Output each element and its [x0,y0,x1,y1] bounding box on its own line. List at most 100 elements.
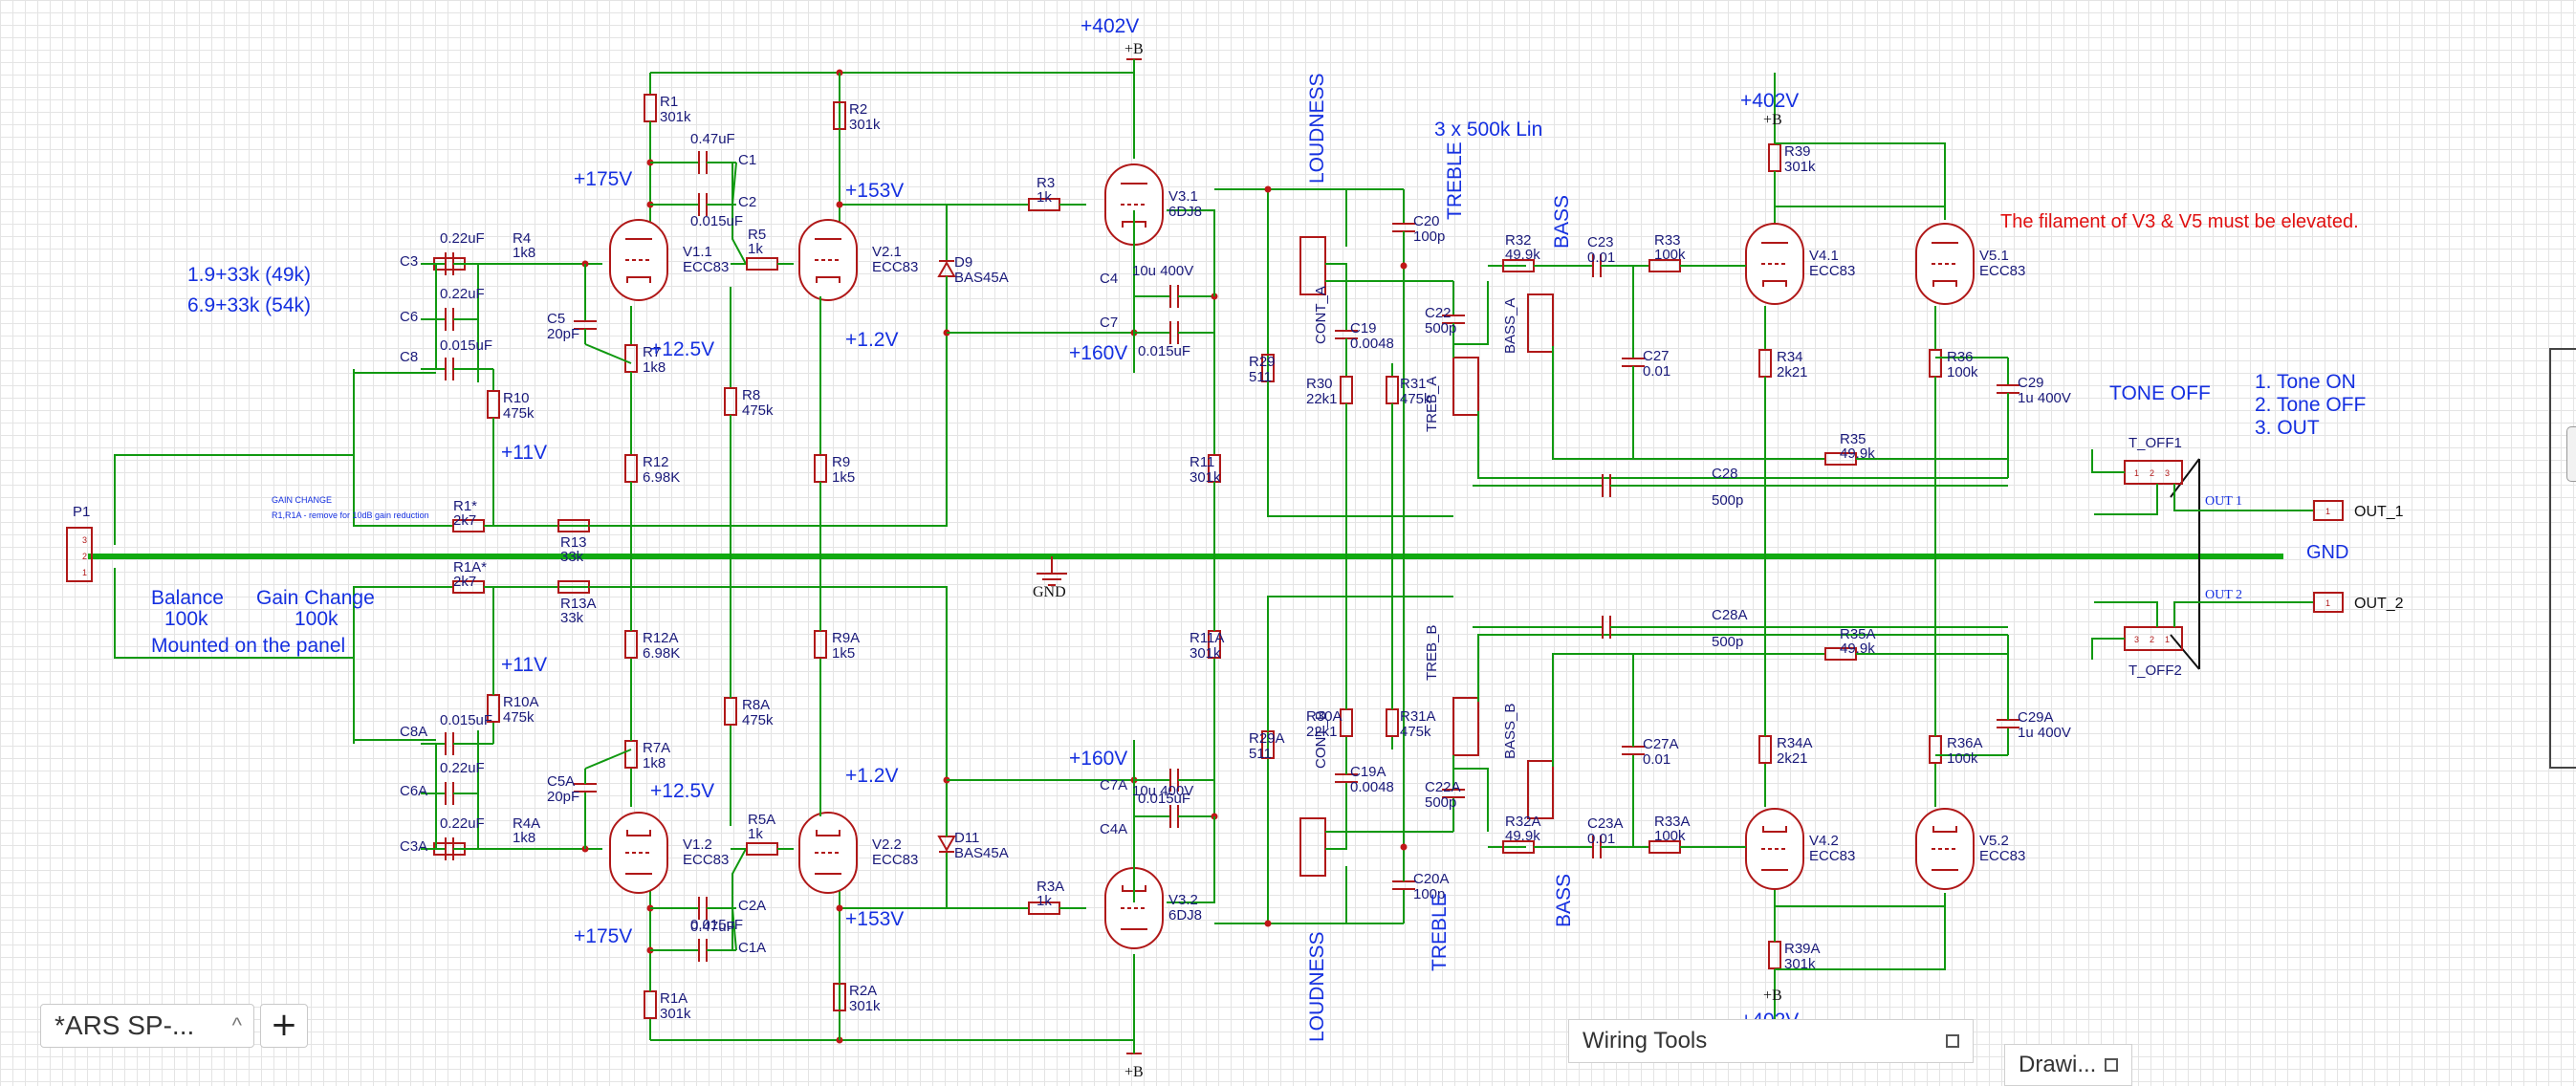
capacitor-value: 0.22uF [440,760,485,776]
pot-cont_b[interactable] [1299,817,1326,877]
resistor-ref: R33A [1654,814,1691,830]
resistor-ref: R8A [742,697,770,713]
wire [1552,346,1633,460]
resistor-value: 301k [849,998,881,1014]
tube-value: ECC83 [1809,848,1855,864]
capacitor-ref: C1 [738,152,756,168]
resistor-value: 301k [849,117,881,133]
tube-ref: V1.2 [683,836,712,853]
resistor-ref: R3 [1037,175,1055,191]
resistor-value: 301k [660,109,691,125]
side-panel-handle[interactable] [2566,426,2576,482]
maximize-icon[interactable] [1946,1034,1959,1048]
wire [353,372,436,527]
svg-text:2: 2 [2150,468,2154,478]
resistor-r9[interactable] [814,454,827,483]
pot-treb_a[interactable] [1452,357,1479,416]
resistor-r36[interactable] [1929,349,1942,378]
add-page-button[interactable]: + [260,1004,308,1048]
junction [1400,262,1408,270]
resistor-r12[interactable] [624,454,638,483]
connector-out2[interactable]: 1 OUT_2 [2313,592,2404,613]
connector-p1[interactable]: 3 2 1 P1 [66,504,93,582]
pot-cont_a[interactable] [1299,236,1326,295]
page-tab[interactable]: *ARS SP-... ^ [40,1004,254,1048]
resistor-ref: R30 [1306,376,1333,392]
resistor-ref: R1A* [453,559,487,576]
resistor-r7a[interactable] [624,740,638,769]
capacitor-value: 0.01 [1643,363,1670,380]
resistor-r34a[interactable] [1758,735,1772,764]
pot-bass_b[interactable] [1527,760,1554,819]
p1-label: P1 [73,504,90,520]
switch-t-off1[interactable]: 1 2 3 T_OFF1 [2124,435,2183,485]
tube-ref: V4.2 [1809,833,1839,849]
resistor-r30a[interactable] [1340,708,1353,737]
capacitor-ref: C23 [1587,234,1614,250]
capacitor-value: 0.015uF [690,213,743,229]
connector-out1[interactable]: 1 OUT_1 [2313,500,2404,521]
resistor-value: 1k8 [513,830,535,846]
wire [1775,893,1946,970]
svg-text:2: 2 [2150,635,2154,644]
page-tab-title: *ARS SP-... [55,1010,195,1040]
resistor-ref: R9 [832,454,850,470]
resistor-value: 475k [1400,724,1431,740]
resistor-r8[interactable] [724,387,737,416]
wire [1325,263,1347,306]
resistor-r31[interactable] [1386,376,1399,404]
resistor-r31a[interactable] [1386,708,1399,737]
capacitor-ref: C2 [738,194,756,210]
wiring-tools-title: Wiring Tools [1583,1028,1708,1053]
resistor-r1[interactable] [644,94,657,122]
svg-text:3: 3 [2165,468,2170,478]
tube-cathode [816,276,840,283]
capacitor-value: 0.0048 [1350,779,1394,795]
tube-cathode [816,830,840,836]
chevron-up-icon[interactable]: ^ [231,1013,242,1037]
gnd-net-label: GND [2306,542,2348,563]
pot-treb_b[interactable] [1452,697,1479,756]
tube-value: ECC83 [1809,263,1855,279]
capacitor-value: 0.01 [1587,250,1615,266]
resistor-ref: R10 [503,390,530,406]
tube-ref: V4.1 [1809,248,1839,264]
resistor-r7[interactable] [624,344,638,373]
tube-value: ECC83 [872,852,918,868]
resistor-value: 33k [560,549,584,565]
voltage-label: +402V [1740,90,1799,112]
resistor-r5a[interactable] [746,842,778,856]
resistor-r30[interactable] [1340,376,1353,404]
resistor-r10[interactable] [487,390,500,419]
treble-bottom: TREBLE [1429,893,1451,971]
resistor-r12a[interactable] [624,630,638,659]
pot-bass_a[interactable] [1527,293,1554,353]
resistor-r39a[interactable] [1768,941,1781,969]
resistor-r36a[interactable] [1929,735,1942,764]
resistor-r1a[interactable] [644,990,657,1019]
capacitor-ref: C27A [1643,736,1679,752]
tube-value: 6DJ8 [1168,907,1202,923]
diode-d11[interactable] [937,836,956,853]
drawing-panel[interactable]: Drawi... [2004,1044,2132,1086]
resistor-r5[interactable] [746,257,778,271]
capacitor-ref: C20 [1413,213,1440,229]
diode-d9[interactable] [937,260,956,277]
resistor-value: 301k [1784,956,1816,972]
tube-value: ECC83 [683,259,729,275]
resistor-r8a[interactable] [724,697,737,726]
tube-cathode [1762,826,1787,833]
wiring-tools-panel[interactable]: Wiring Tools [1568,1019,1974,1063]
wire [584,749,632,770]
maximize-icon[interactable] [2105,1058,2118,1072]
capacitor-ref: C19 [1350,320,1377,337]
resistor-r34[interactable] [1758,349,1772,378]
resistor-ref: R33 [1654,232,1681,249]
side-panel-edge [2549,348,2576,769]
loudness-top: LOUDNESS [1306,73,1328,184]
resistor-r9a[interactable] [814,630,827,659]
wire [1452,281,1489,358]
switch-t-off2[interactable]: 3 2 1 T_OFF2 [2124,626,2183,679]
resistor-r39[interactable] [1768,143,1781,172]
